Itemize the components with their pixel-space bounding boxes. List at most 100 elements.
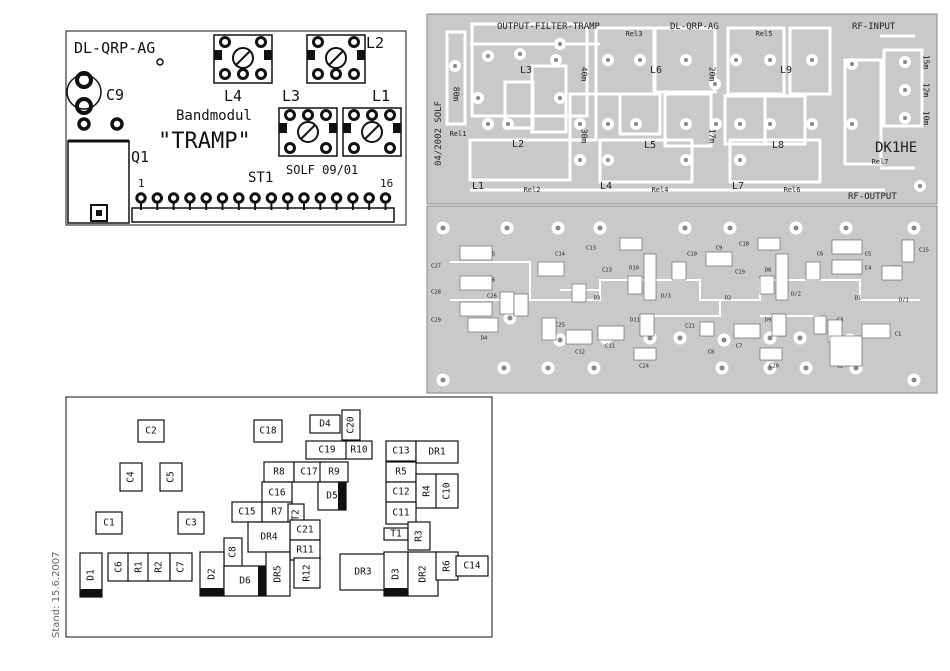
panel-a-pin-start: 1	[138, 177, 145, 190]
band-label: 30m	[580, 129, 589, 144]
placement-box	[159, 462, 183, 492]
st1-pins	[135, 192, 392, 210]
smd-label: D8	[765, 268, 772, 274]
panel-b-top-mid: DL-QRP-AG	[670, 22, 719, 32]
placement-box	[455, 555, 489, 577]
smd-pad	[757, 237, 781, 251]
part-label: D1	[86, 569, 97, 581]
part-label: R6	[442, 560, 453, 572]
panel-c-smd: C27D5C28C26C29D6D4C14C13C22D10C23D3D/3D1…	[426, 205, 938, 394]
label-c9: C9	[106, 86, 124, 104]
coil-label: L7	[732, 181, 744, 192]
placement-box	[265, 551, 291, 597]
smd-label: C5	[865, 252, 872, 258]
smd-pad	[459, 301, 493, 317]
panel-a-dot	[156, 58, 164, 66]
part-label: R2	[154, 561, 165, 572]
smd-label: C23	[602, 268, 612, 274]
smd-label: C6	[817, 252, 824, 258]
coil-label: L2	[512, 139, 524, 150]
part-label: R12	[302, 564, 313, 581]
part-label: C8	[228, 546, 239, 558]
smd-pad	[633, 347, 657, 361]
label-l4: L4	[224, 87, 242, 105]
smd-pad	[831, 259, 863, 275]
smd-label: D3	[594, 296, 601, 302]
smd-label: C11	[605, 344, 615, 350]
panel-a-module: Bandmodul	[176, 108, 252, 124]
part-label: R8	[273, 467, 285, 478]
smd-pad	[499, 291, 515, 315]
panel-b-top-left: OUTPUT-FILTER-TRAMP	[497, 22, 601, 32]
part-label: C12	[392, 487, 409, 498]
placement-box	[95, 511, 123, 535]
smd-pad	[805, 261, 821, 281]
smd-label: D2	[725, 296, 732, 302]
smd-pad	[813, 315, 827, 335]
placement-box	[247, 521, 291, 553]
panel-b-top-right: RF-INPUT	[852, 22, 896, 32]
placement-box	[119, 462, 143, 492]
smd-label: D/1	[899, 298, 909, 304]
coil-l1: L1	[342, 87, 402, 157]
smd-label: C8	[708, 350, 715, 356]
st1-header	[131, 207, 395, 223]
coil-label: L4	[600, 181, 612, 192]
panel-b-date: 04/2002 SOLF	[434, 101, 444, 166]
part-label: C10	[442, 482, 453, 499]
part-label: R9	[328, 467, 340, 478]
band-label: 17m	[708, 129, 717, 144]
smd-label: D/3	[661, 294, 671, 300]
band-label: 80m	[452, 87, 461, 102]
smd-pad	[733, 323, 761, 339]
coil-l3: L3	[278, 87, 338, 157]
placement-box	[169, 552, 193, 582]
smd-pad	[771, 313, 787, 337]
relay-label: Rel4	[652, 186, 669, 194]
panel-d-stand: Stand: 15.6.2007	[51, 551, 62, 638]
band-label: 20m	[708, 67, 717, 82]
part-label: C15	[238, 507, 255, 518]
smd-pad	[513, 293, 529, 317]
part-label: C18	[259, 426, 276, 437]
placement-box	[345, 440, 373, 460]
part-label: C5	[166, 471, 177, 482]
smd-label: C9	[716, 246, 723, 252]
smd-pad	[671, 261, 687, 281]
coil-label: L6	[650, 65, 662, 76]
smd-pad	[619, 237, 643, 251]
part-label: C11	[392, 508, 409, 519]
coil-l4: L4	[213, 34, 273, 105]
part-label: T2	[291, 509, 302, 520]
part-label: R5	[395, 467, 406, 478]
coil-label: L1	[472, 181, 484, 192]
coil-label: L5	[644, 140, 656, 151]
smd-label: C28	[431, 290, 441, 296]
part-label: C14	[463, 561, 480, 572]
smd-pad	[627, 275, 643, 295]
part-label: C3	[185, 518, 196, 529]
smd-label: C14	[555, 252, 566, 258]
part-label: C17	[300, 467, 317, 478]
panel-b-callsign: DK1HE	[875, 140, 917, 156]
smd-pad	[459, 275, 493, 291]
smd-label: C12	[575, 350, 585, 356]
label-l2: L2	[366, 34, 384, 52]
part-label: C1	[103, 518, 115, 529]
smd-label: D10	[629, 266, 639, 272]
part-label: R11	[296, 545, 313, 556]
smd-pad	[597, 325, 625, 341]
relay-label: Rel6	[784, 186, 801, 194]
smd-label: C19	[735, 270, 745, 276]
part-label: DR2	[418, 565, 429, 582]
panel-b-pads	[449, 38, 926, 192]
smd-label: C15	[919, 248, 929, 254]
smd-label: C18	[739, 242, 749, 248]
smd-pad	[565, 329, 593, 345]
part-label: D4	[319, 419, 331, 430]
part-label: T1	[390, 529, 402, 540]
band-label: 12m	[922, 83, 931, 98]
placement-box	[253, 419, 283, 443]
smd-pad	[541, 317, 557, 341]
